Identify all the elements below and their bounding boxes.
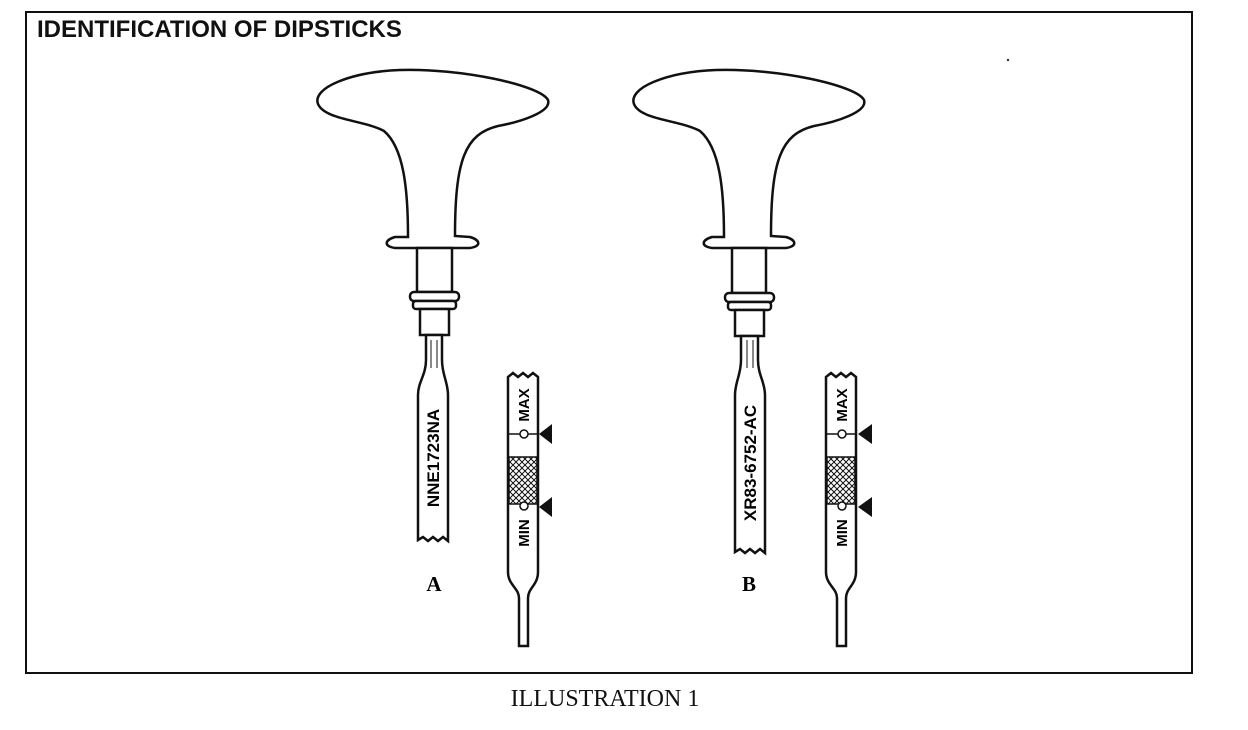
dipstick-b-part-number: XR83-6752-AC: [741, 405, 760, 521]
dipstick-a-part-number: NNE1723NA: [424, 409, 443, 507]
dipstick-b-stem: [733, 334, 767, 556]
illustration-caption: ILLUSTRATION 1: [510, 686, 700, 712]
dipstick-b-letter: B: [742, 572, 756, 596]
dipstick-b-neck: [733, 308, 766, 338]
dipstick-b-min-arrow: [858, 497, 872, 517]
dipstick-a-handle: [316, 68, 550, 250]
dipstick-a-min-hole: [519, 501, 529, 511]
dipstick-a-stem: [416, 333, 450, 544]
dipstick-b-max-arrow: [858, 424, 872, 444]
dipstick-a-letter: A: [426, 572, 442, 596]
dipstick-a: NNE1723NA A MAX MIN: [316, 68, 552, 648]
dipstick-b: XR83-6752-AC B MAX MIN: [632, 68, 872, 648]
dipstick-a-max-hole: [519, 429, 529, 439]
dipstick-a-neck: [418, 307, 451, 337]
dipstick-a-collar: [415, 246, 454, 294]
dipstick-a-ring: [408, 290, 461, 303]
dipstick-b-handle: [632, 68, 866, 250]
dipstick-a-min-label: MIN: [516, 519, 533, 547]
dipstick-b-hatched-zone: [826, 456, 856, 505]
dipstick-b-max-label: MAX: [834, 388, 851, 421]
illustration-frame: [25, 11, 1193, 674]
dipstick-a-max-arrow: [539, 424, 552, 444]
dipstick-b-min-label: MIN: [834, 519, 851, 547]
dipstick-a-hatched-zone: [508, 456, 538, 505]
illustration-title: IDENTIFICATION OF DIPSTICKS: [37, 16, 402, 43]
scan-speck: [1006, 58, 1010, 62]
dipstick-b-collar: [730, 246, 768, 295]
dipstick-b-ring: [723, 291, 776, 304]
dipstick-a-min-arrow: [539, 497, 552, 517]
dipstick-a-max-label: MAX: [516, 388, 533, 421]
dipstick-b-min-hole: [837, 501, 847, 511]
dipstick-b-max-hole: [837, 429, 847, 439]
